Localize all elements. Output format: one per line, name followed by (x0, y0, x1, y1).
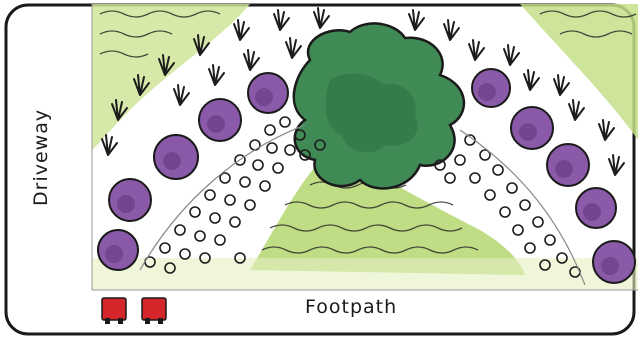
lawn-bottom-strip (92, 258, 638, 290)
footpath-label: Footpath (305, 296, 397, 318)
driveway-label: Driveway (30, 116, 52, 206)
